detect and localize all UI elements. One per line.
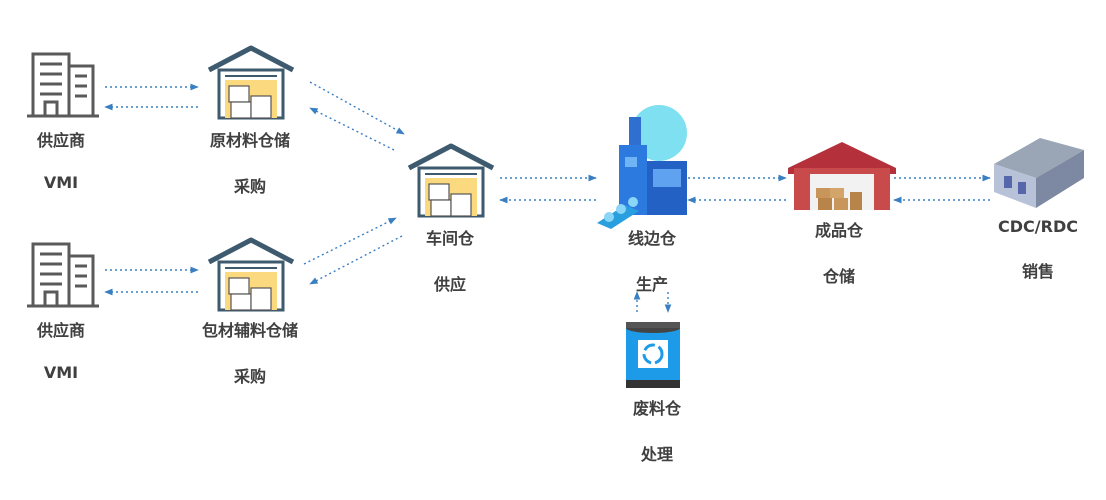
packaging-warehouse: 包材辅料仓储 采购 bbox=[185, 317, 315, 387]
office-building-icon bbox=[27, 52, 99, 118]
node-label: CDC/RDC bbox=[998, 217, 1078, 236]
node-sub-label: VMI bbox=[43, 363, 79, 382]
line-side-warehouse: 线边仓 生产 bbox=[587, 225, 717, 295]
node-label: 原材料仓储 bbox=[209, 131, 290, 150]
node-label: 成品仓 bbox=[814, 221, 863, 240]
node-sub-label: 采购 bbox=[233, 177, 266, 196]
warehouse-icon bbox=[207, 237, 295, 312]
node-sub-label: 生产 bbox=[635, 275, 668, 294]
workshop-warehouse: 车间仓 供应 bbox=[385, 225, 515, 295]
node-label: 包材辅料仓储 bbox=[201, 321, 298, 340]
red-warehouse-icon bbox=[788, 142, 896, 210]
cdc-rdc-center: CDC/RDC 销售 bbox=[973, 217, 1103, 282]
distribution-center-icon bbox=[994, 138, 1084, 208]
node-label: 线边仓 bbox=[627, 229, 676, 248]
node-sub-label: VMI bbox=[43, 173, 79, 192]
warehouse-icon bbox=[407, 143, 495, 218]
waste-warehouse: 废料仓 处理 bbox=[592, 395, 722, 465]
finished-goods-warehouse: 成品仓 仓储 bbox=[774, 217, 904, 287]
flow-arrows bbox=[104, 81, 991, 313]
supplier-vmi-2: 供应商 VMI bbox=[0, 317, 126, 382]
node-label: 供应商 bbox=[36, 321, 85, 340]
node-sub-label: 销售 bbox=[1021, 262, 1054, 281]
node-sub-label: 处理 bbox=[640, 445, 673, 464]
recycle-bin-icon bbox=[626, 322, 680, 388]
node-label: 供应商 bbox=[36, 131, 85, 150]
node-label: 车间仓 bbox=[425, 229, 474, 248]
supplier-vmi-1: 供应商 VMI bbox=[0, 127, 126, 192]
raw-material-warehouse: 原材料仓储 采购 bbox=[185, 127, 315, 197]
node-label: 废料仓 bbox=[632, 399, 681, 418]
node-sub-label: 仓储 bbox=[822, 267, 855, 286]
office-building-icon bbox=[27, 242, 99, 308]
factory-icon bbox=[597, 105, 687, 229]
warehouse-icon bbox=[207, 45, 295, 120]
node-sub-label: 供应 bbox=[433, 275, 466, 294]
node-sub-label: 采购 bbox=[233, 367, 266, 386]
